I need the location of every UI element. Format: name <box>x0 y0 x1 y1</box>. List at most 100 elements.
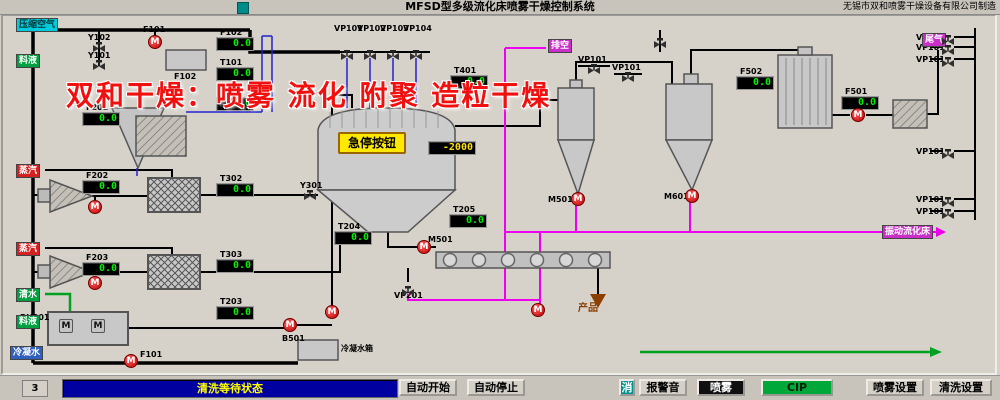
pump-motor[interactable]: M <box>851 108 865 122</box>
valve-icon[interactable] <box>942 146 954 159</box>
equipment-label: 冷凝水箱 <box>341 344 373 353</box>
valve-icon[interactable] <box>304 187 316 200</box>
agitator-motor[interactable]: M <box>91 319 105 333</box>
exhaust-filter <box>892 99 928 129</box>
valve-icon[interactable] <box>341 47 353 60</box>
control-button[interactable]: 消 <box>619 379 635 396</box>
line-tag: 蒸汽 <box>16 164 41 178</box>
pump-motor[interactable]: M <box>124 354 138 368</box>
pump-motor[interactable]: M <box>685 189 699 203</box>
pump-motor[interactable]: M <box>283 318 297 332</box>
valve-icon[interactable] <box>622 69 634 82</box>
product-arrow <box>590 294 606 308</box>
control-button[interactable]: 清洗设置 <box>930 379 992 396</box>
equipment-label: T101 <box>220 58 243 67</box>
valve-icon[interactable] <box>364 47 376 60</box>
equipment-label: VP101 <box>578 55 607 64</box>
digital-display: 0.0 <box>216 97 254 111</box>
valve-icon[interactable] <box>942 54 954 67</box>
digital-display: 0.0 <box>82 262 120 276</box>
equipment-label: F201 <box>86 103 109 112</box>
valve-icon[interactable] <box>942 32 954 45</box>
equipment-label: VP104 <box>403 24 432 33</box>
line-tag: 料液 <box>16 54 41 68</box>
control-button[interactable]: 喷雾设置 <box>866 379 924 396</box>
pump-motor[interactable]: M <box>531 303 545 317</box>
equipment-label: VP101 <box>916 43 945 52</box>
pump-motor[interactable]: M <box>88 276 102 290</box>
equipment-label: T201 <box>220 88 243 97</box>
cip-lines <box>45 292 930 354</box>
equipment-label: F502 <box>740 67 763 76</box>
equipment-label: T203 <box>220 297 243 306</box>
equipment-label: T401 <box>454 66 477 75</box>
digital-display: 0.0 <box>736 76 774 90</box>
valve-icon[interactable] <box>387 47 399 60</box>
line-tag: 压缩空气 <box>16 18 59 32</box>
equipment-label: T204 <box>338 222 361 231</box>
f102-unit <box>165 49 207 71</box>
pump-motor[interactable]: M <box>148 35 162 49</box>
digital-display: 0.0 <box>216 183 254 197</box>
feed-tank <box>47 311 129 346</box>
line-tag: 料液 <box>16 315 41 329</box>
dryer-cone <box>315 189 457 233</box>
pump-motor[interactable]: M <box>325 305 339 319</box>
valve-icon[interactable] <box>93 57 105 70</box>
control-button[interactable]: 自动停止 <box>467 379 525 396</box>
digital-display: 0.0 <box>82 180 120 194</box>
valve-icon[interactable] <box>942 194 954 207</box>
control-button[interactable]: CIP <box>761 379 833 396</box>
line-tag: 尾气 <box>922 33 947 47</box>
magenta-arrow <box>936 227 946 237</box>
digital-display: 0.0 <box>216 67 254 81</box>
digital-display: 0.0 <box>216 259 254 273</box>
pump-motor[interactable]: M <box>571 192 585 206</box>
equipment-label: B501 <box>282 334 305 343</box>
page-counter[interactable]: 3 <box>22 380 48 397</box>
green-arrow <box>930 347 942 357</box>
valve-icon[interactable] <box>93 39 105 52</box>
digital-display: 0.0 <box>216 37 254 51</box>
cyclone-2 <box>665 83 713 141</box>
equipment-label: F203 <box>86 253 109 262</box>
equipment-label: VP201 <box>394 291 423 300</box>
valve-icon[interactable] <box>410 47 422 60</box>
digital-display: 0.0 <box>216 306 254 320</box>
brand-watermark: 双和干燥：喷雾 流化 附聚 造粒干燥 <box>66 79 552 112</box>
digital-display: -2000 <box>428 141 476 155</box>
line-tag: 蒸汽 <box>16 242 41 256</box>
valve-icon[interactable] <box>654 35 666 48</box>
air-filter <box>135 115 187 157</box>
control-button[interactable]: 喷雾 <box>697 379 745 396</box>
heater-1 <box>147 177 201 213</box>
title-bar: MFSD型多级流化床喷雾干燥控制系统 无锡市双和喷雾干燥设备有限公司制造 <box>0 0 1000 15</box>
button-row: 自动开始自动停止 消报警音喷雾 CIP 喷雾设置清洗设置 <box>0 376 1000 400</box>
agitator-motor[interactable]: M <box>59 319 73 333</box>
equipment-label: VP101 <box>916 207 945 216</box>
valve-icon[interactable] <box>402 283 414 296</box>
control-button[interactable]: 自动开始 <box>399 379 457 396</box>
valve-icon[interactable] <box>588 61 600 74</box>
control-button[interactable]: 报警音 <box>639 379 687 396</box>
equipment-label: F501 <box>845 87 868 96</box>
pump-motor[interactable]: M <box>417 240 431 254</box>
valve-icon[interactable] <box>942 42 954 55</box>
equipment-label: Y101 <box>88 51 111 60</box>
equipment-label: F102 <box>174 72 197 81</box>
equipment-label: M501 <box>428 235 453 244</box>
equipment-label: Y102 <box>88 33 111 42</box>
pump-motor[interactable]: M <box>88 200 102 214</box>
line-tag: 振动流化床 <box>882 225 934 239</box>
line-tag: 产品 <box>578 303 598 314</box>
manufacturer-credit: 无锡市双和喷雾干燥设备有限公司制造 <box>842 2 996 12</box>
equipment-label: T302 <box>220 174 243 183</box>
equipment-label: F202 <box>86 171 109 180</box>
digital-display: 0.0 <box>334 231 372 245</box>
equipment-label: M501 <box>548 195 573 204</box>
app-title: MFSD型多级流化床喷雾干燥控制系统 <box>405 0 595 13</box>
valve-icon[interactable] <box>942 206 954 219</box>
equipment-label: Y301 <box>300 181 323 190</box>
emergency-stop-button[interactable]: 急停按钮 <box>338 132 406 154</box>
